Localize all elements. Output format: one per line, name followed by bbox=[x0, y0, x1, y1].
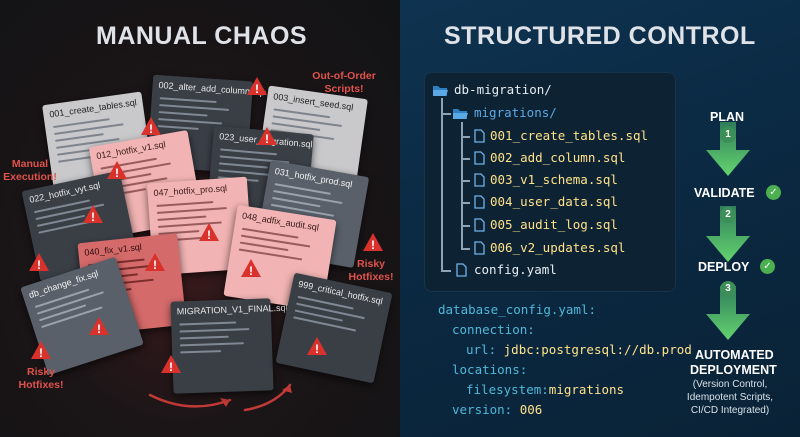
warning-icon: ! bbox=[107, 161, 127, 180]
step-number-badge: 3 bbox=[720, 281, 736, 297]
svg-text:!: ! bbox=[39, 346, 43, 360]
svg-text:!: ! bbox=[115, 166, 119, 180]
flow-step-plan: PLAN bbox=[710, 110, 745, 124]
svg-text:!: ! bbox=[371, 238, 375, 252]
flow-arrows bbox=[706, 122, 750, 340]
yaml-url-value: jdbc:postgresql://db.prod bbox=[503, 342, 692, 357]
warning-icon: ! bbox=[363, 233, 383, 252]
warning-icon: ! bbox=[257, 127, 277, 146]
final-label-line1: AUTOMATED bbox=[695, 348, 774, 362]
warning-icon: ! bbox=[241, 259, 261, 278]
tree-root-folder: db-migration/ bbox=[454, 82, 552, 97]
check-icon: ✓ bbox=[766, 185, 781, 200]
svg-text:!: ! bbox=[315, 342, 319, 356]
file-icon bbox=[474, 218, 485, 232]
tree-file: 005_audit_log.sql bbox=[490, 217, 618, 232]
step-number-badge: 1 bbox=[720, 127, 736, 143]
folder-open-icon bbox=[453, 109, 468, 119]
tree-config-file: config.yaml bbox=[474, 262, 557, 277]
tree-file: 004_user_data.sql bbox=[490, 194, 618, 209]
warning-icon: ! bbox=[161, 355, 181, 374]
yaml-version-line: version: 006 bbox=[452, 402, 542, 417]
chaos-file: MIGRATION_V1_FINAL.sql bbox=[170, 298, 288, 394]
svg-text:!: ! bbox=[249, 264, 253, 278]
annotation-manual-execution: Manual Execution! bbox=[3, 158, 57, 183]
yaml-filesystem-value: migrations bbox=[548, 382, 625, 397]
yaml-version-key: version: bbox=[452, 402, 513, 417]
check-icon: ✓ bbox=[760, 259, 775, 274]
file-icon bbox=[456, 263, 467, 277]
yaml-locations-key: locations: bbox=[452, 362, 528, 377]
tree-line bbox=[461, 136, 470, 138]
warning-icon: ! bbox=[89, 317, 109, 336]
yaml-url-line: url: jdbc:postgresql://db.prod bbox=[466, 342, 692, 357]
tree-file: 001_create_tables.sql bbox=[490, 128, 649, 143]
tree-line bbox=[461, 202, 470, 204]
warning-icon: ! bbox=[31, 341, 51, 360]
svg-text:!: ! bbox=[255, 82, 259, 96]
svg-text:!: ! bbox=[97, 322, 101, 336]
file-icon bbox=[474, 195, 485, 209]
yaml-version-value: 006 bbox=[519, 402, 543, 417]
yaml-filesystem-line: filesystem:migrations bbox=[466, 382, 625, 397]
tree-migrations-folder: migrations/ bbox=[474, 105, 557, 120]
file-icon bbox=[474, 129, 485, 143]
svg-text:!: ! bbox=[265, 132, 269, 146]
annotation-risky-hotfixes-right: Risky Hotfixes! bbox=[348, 258, 394, 283]
file-icon bbox=[474, 173, 485, 187]
yaml-url-key: url: bbox=[466, 342, 497, 357]
warning-icon: ! bbox=[145, 253, 165, 272]
tree-line bbox=[461, 158, 470, 160]
flow-step-validate: VALIDATE bbox=[694, 186, 755, 200]
step-number-badge: 2 bbox=[720, 207, 736, 223]
manual-chaos-panel: MANUAL CHAOS 001_create_tables.sql 002_a… bbox=[0, 0, 400, 437]
final-sub-line2: Idempotent Scripts, bbox=[686, 392, 774, 403]
warning-icon: ! bbox=[307, 337, 327, 356]
folder-open-icon bbox=[433, 86, 448, 96]
tree-line bbox=[461, 248, 470, 250]
svg-text:!: ! bbox=[91, 210, 95, 224]
yaml-connection-key: connection: bbox=[452, 322, 535, 337]
file-icon bbox=[474, 151, 485, 165]
tree-file: 003_v1_schema.sql bbox=[490, 172, 618, 187]
yaml-filesystem-key: filesystem bbox=[466, 382, 542, 397]
svg-text:!: ! bbox=[207, 228, 211, 242]
warning-icon: ! bbox=[29, 253, 49, 272]
tree-line bbox=[441, 270, 451, 272]
final-sub-line1: (Version Control, bbox=[692, 379, 768, 390]
annotation-risky-hotfixes-left: Risky Hotfixes! bbox=[18, 366, 64, 391]
flow-step-deploy: DEPLOY bbox=[698, 260, 750, 274]
tree-line bbox=[461, 225, 470, 227]
tree-file: 002_add_column.sql bbox=[490, 150, 626, 165]
final-label-line2: DEPLOYMENT bbox=[690, 363, 777, 377]
svg-text:!: ! bbox=[149, 122, 153, 136]
tree-file: 006_v2_updates.sql bbox=[490, 240, 626, 255]
manual-chaos-title: MANUAL CHAOS bbox=[96, 22, 308, 50]
svg-text:!: ! bbox=[153, 258, 157, 272]
svg-text:!: ! bbox=[169, 360, 173, 374]
tree-line bbox=[461, 180, 470, 182]
tree-line bbox=[461, 122, 463, 248]
tree-line bbox=[441, 98, 443, 270]
yaml-filename: database_config.yaml: bbox=[438, 302, 597, 317]
warning-icon: ! bbox=[141, 117, 161, 136]
warning-icon: ! bbox=[83, 205, 103, 224]
file-tree-panel bbox=[424, 72, 676, 292]
file-icon bbox=[474, 241, 485, 255]
warning-icon: ! bbox=[199, 223, 219, 242]
final-sub-line3: CI/CD Integrated) bbox=[690, 405, 770, 416]
svg-text:!: ! bbox=[37, 258, 41, 272]
annotation-out-of-order: Out-of-Order Scripts! bbox=[312, 70, 376, 95]
tree-line bbox=[441, 113, 451, 115]
structured-control-title: STRUCTURED CONTROL bbox=[444, 22, 756, 50]
warning-icon: ! bbox=[247, 77, 267, 96]
